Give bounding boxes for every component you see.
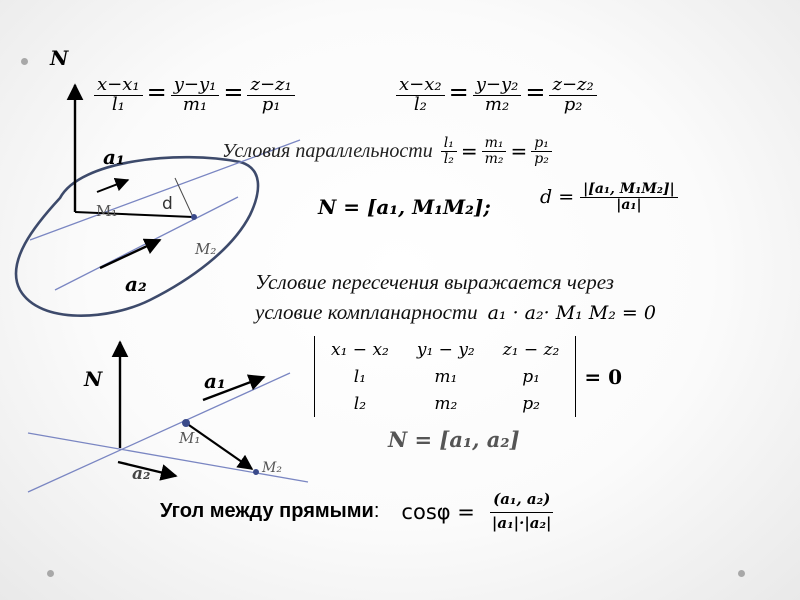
label-a2-top: a₂ xyxy=(125,272,147,296)
label-a1-bottom: a₁ xyxy=(204,369,226,393)
eq-sign: = xyxy=(146,78,167,107)
vector-a1-top xyxy=(96,178,130,193)
angle-colon: : xyxy=(373,500,380,523)
label-N-top: N xyxy=(50,46,69,70)
eq2-num-z: z−z₂ xyxy=(549,75,597,96)
det-cell: p₂ xyxy=(522,393,540,414)
intersection-line2: условие компланарности a₁ · a₂· M₁ M₂ = … xyxy=(255,300,656,325)
det-cell: m₁ xyxy=(434,366,458,387)
cos-lhs: cosφ = xyxy=(401,499,475,524)
eq-sign: = xyxy=(525,78,546,107)
determinant-result: = 0 xyxy=(584,364,622,389)
bullet-top-left xyxy=(21,58,28,65)
parallel-condition-text: Условия параллельности xyxy=(222,139,433,162)
intersection-text-line1: Условие пересечения выражается через xyxy=(255,270,614,294)
label-a2-bottom: a₂ xyxy=(132,464,151,484)
distance-lhs: d = xyxy=(540,186,575,209)
par-n1: l₁ xyxy=(440,136,457,152)
distance-d-segment xyxy=(174,177,194,218)
distance-formula: d = |[a₁, M₁M₂]||a₁| xyxy=(540,182,678,212)
det-cell: l₂ xyxy=(353,393,367,414)
bullet-bottom-left xyxy=(47,570,54,577)
vector-a1-bottom xyxy=(202,374,266,402)
line-l1-bottom xyxy=(27,372,291,493)
par-n3: p₁ xyxy=(531,136,552,152)
point-M1-bottom xyxy=(182,419,190,427)
eq1-num-y: y−y₁ xyxy=(170,75,220,96)
eq1-den-p: p₁ xyxy=(261,93,281,115)
bullet-bottom-right xyxy=(738,570,745,577)
eq1-num-x: x−x₁ xyxy=(94,75,143,96)
angle-denominator: |a₁|·|a₂| xyxy=(491,513,552,532)
eq-sign: = xyxy=(223,78,244,107)
eq-sign: = xyxy=(448,78,469,107)
eq2-num-y: y−y₂ xyxy=(472,75,522,96)
angle-formula: Угол между прямыми : cosφ = (a₁, a₂)|a₁|… xyxy=(160,491,555,532)
det-cell: m₂ xyxy=(434,393,458,414)
par-d2: m₂ xyxy=(484,150,504,167)
det-cell: z₁ − z₂ xyxy=(502,339,560,360)
par-n2: m₁ xyxy=(481,136,507,152)
det-cell: l₁ xyxy=(353,366,367,387)
distance-numerator: |[a₁, M₁M₂]| xyxy=(580,182,678,198)
line-l1-top xyxy=(29,139,301,241)
intersection-text-line2: условие компланарности xyxy=(255,300,478,324)
vector-a2-top xyxy=(99,238,162,270)
eq-sign: = xyxy=(510,139,528,164)
eq-sign: = xyxy=(460,139,478,164)
eq2-den-m: m₂ xyxy=(484,93,510,115)
determinant: x₁ − x₂ y₁ − y₂ z₁ − z₂ l₁ m₁ p₁ l₂ m₂ p… xyxy=(314,336,622,417)
line-l2-bottom xyxy=(27,432,309,483)
normal-formula: N = [a₁, M₁M₂]; xyxy=(318,195,491,219)
segment-M1M2-bottom xyxy=(185,422,254,470)
label-M1-bottom: M₁ xyxy=(179,429,201,447)
eq1-num-z: z−z₁ xyxy=(247,75,295,96)
point-M2-top xyxy=(191,214,197,220)
par-d3: p₂ xyxy=(534,150,549,167)
eq2-den-l: l₂ xyxy=(413,93,427,115)
angle-numerator: (a₁, a₂) xyxy=(490,491,554,513)
normal-cross-product: N = [a₁, a₂] xyxy=(388,427,520,452)
eq1-den-l: l₁ xyxy=(111,93,125,115)
label-M1-top: M₁ xyxy=(96,202,118,220)
eq2-num-x: x−x₂ xyxy=(396,75,445,96)
coplanarity-formula: a₁ · a₂· M₁ M₂ = 0 xyxy=(487,301,656,324)
eq2-den-p: p₂ xyxy=(563,93,583,115)
par-d1: l₂ xyxy=(443,150,454,167)
label-a1-top: a₁ xyxy=(103,145,125,169)
angle-label: Угол между прямыми xyxy=(160,500,374,523)
label-d-top: d xyxy=(162,194,173,214)
plane-outline xyxy=(14,155,260,317)
vector-a2-bottom xyxy=(117,460,178,481)
distance-denominator: |a₁| xyxy=(616,196,642,213)
point-M2-bottom xyxy=(253,469,259,475)
label-M2-top: M₂ xyxy=(195,240,217,258)
det-cell: p₁ xyxy=(522,366,540,387)
det-cell: y₁ − y₂ xyxy=(416,339,475,360)
label-N-bottom: N xyxy=(84,367,103,391)
eq1-den-m: m₁ xyxy=(182,93,208,115)
segment-M1M2-top xyxy=(74,211,194,218)
label-M2-bottom: M₂ xyxy=(262,460,282,476)
det-cell: x₁ − x₂ xyxy=(331,339,389,360)
